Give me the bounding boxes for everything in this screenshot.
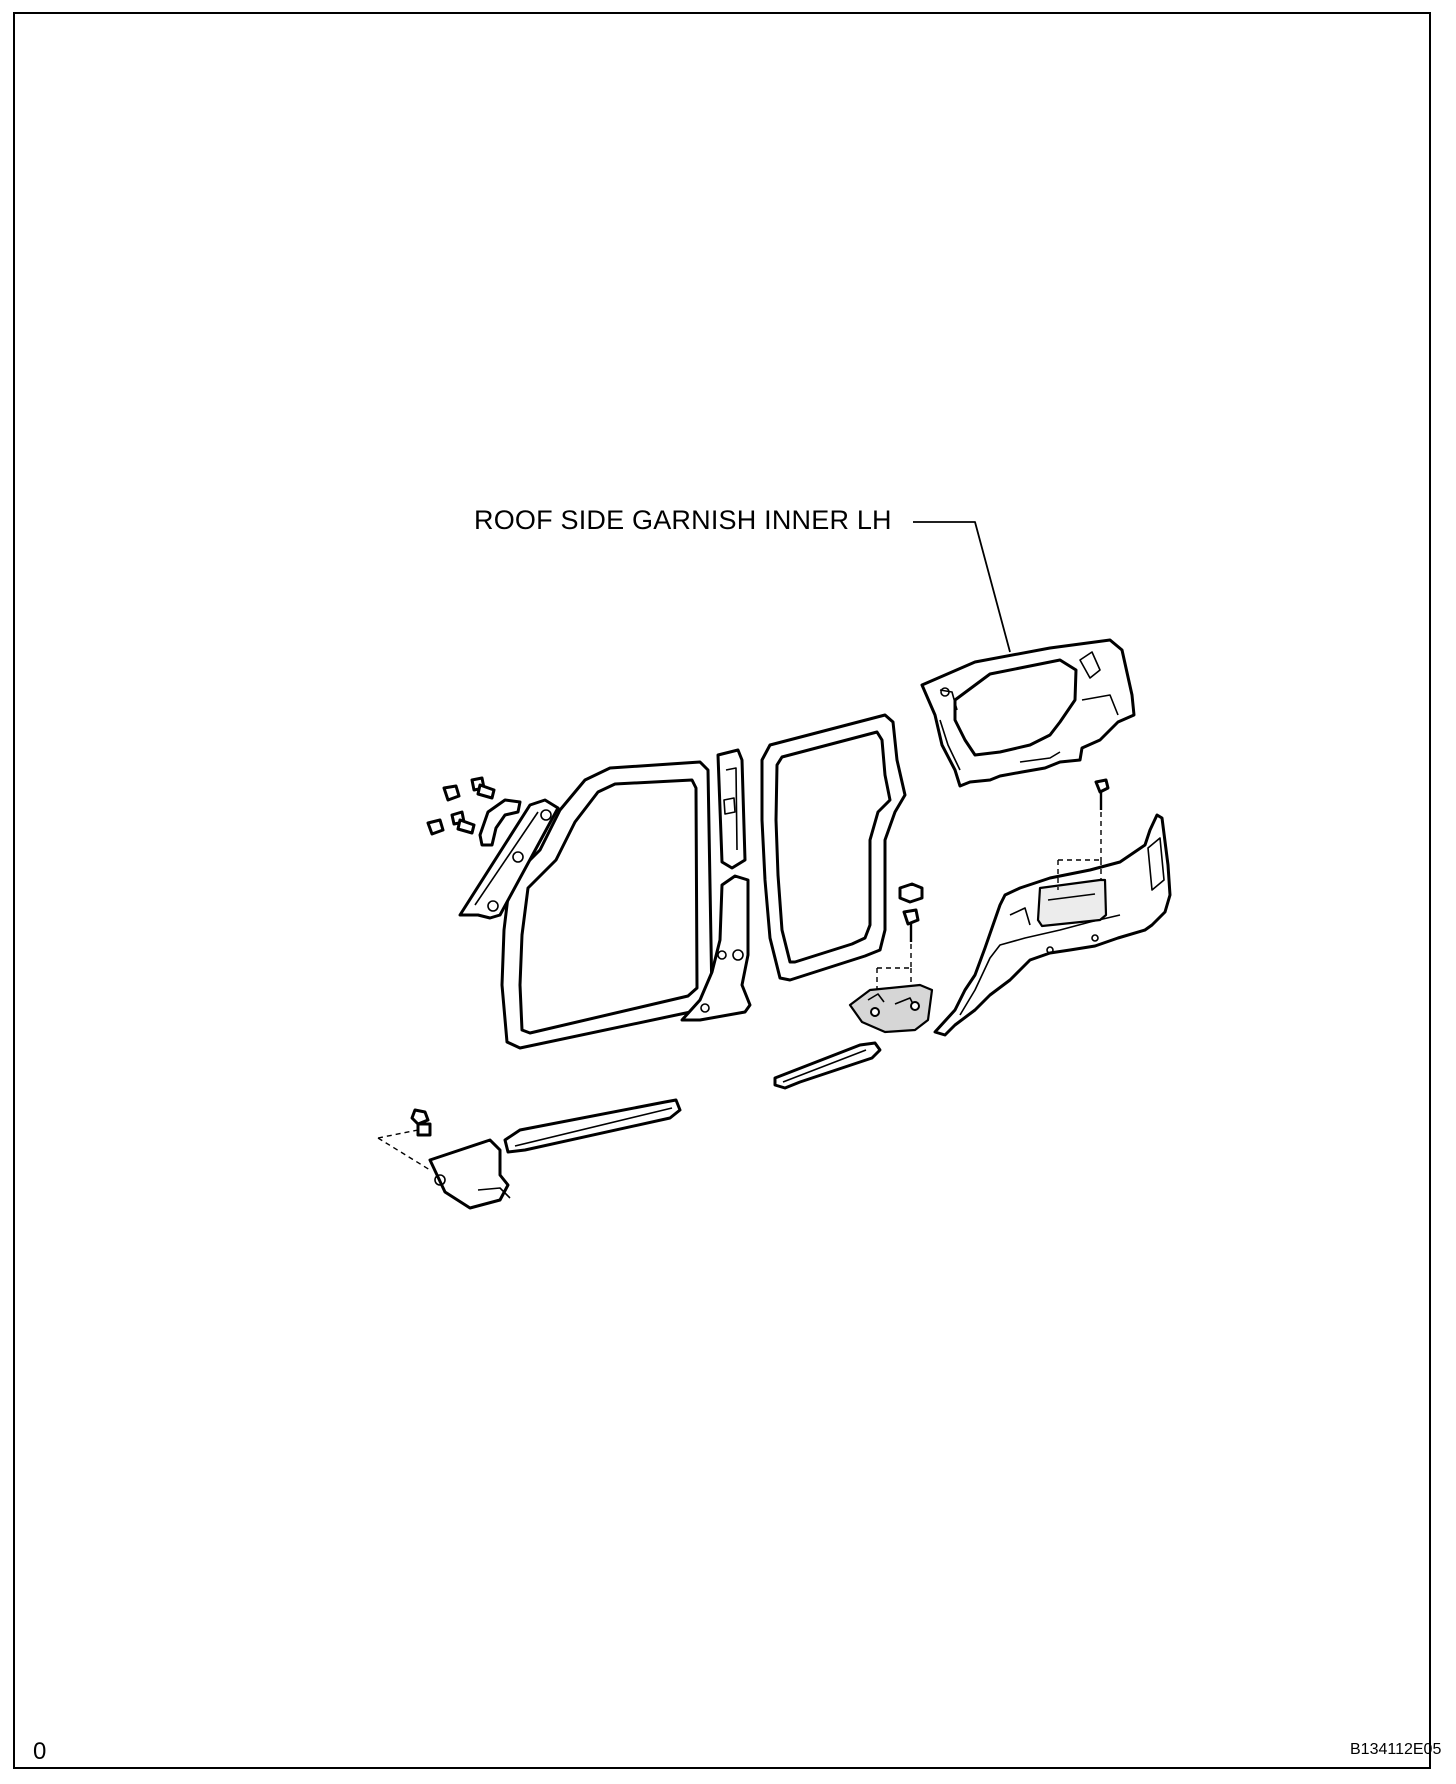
deck-step-plate (848, 983, 934, 1034)
cowl-side-trim (377, 1108, 511, 1210)
front-pillar-garnish (458, 798, 560, 920)
front-door-opening-weatherstrip (500, 760, 714, 1050)
assist-grip (478, 798, 522, 847)
roof-side-garnish-inner-lh-label: ROOF SIDE GARNISH INNER LH (474, 505, 892, 535)
roof-side-garnish-inner-lh (920, 638, 1136, 788)
center-pillar-garnish-upper (716, 748, 747, 870)
quarter-trim-fastener (1057, 778, 1110, 890)
clips-and-screws-upper-left (426, 776, 496, 836)
callout-leader-line (913, 521, 1011, 653)
rear-door-opening-weatherstrip (760, 713, 907, 982)
rear-door-scuff-plate (773, 1041, 882, 1090)
figure-id: B134112E05 (1350, 1741, 1442, 1758)
center-pillar-garnish-lower (680, 874, 752, 1022)
corner-mark: 0 (33, 1738, 47, 1765)
diagram-frame (13, 12, 1431, 1769)
quarter-trim-panel (933, 813, 1172, 1037)
deck-step-fasteners (876, 882, 924, 995)
front-door-scuff-plate (503, 1098, 682, 1154)
